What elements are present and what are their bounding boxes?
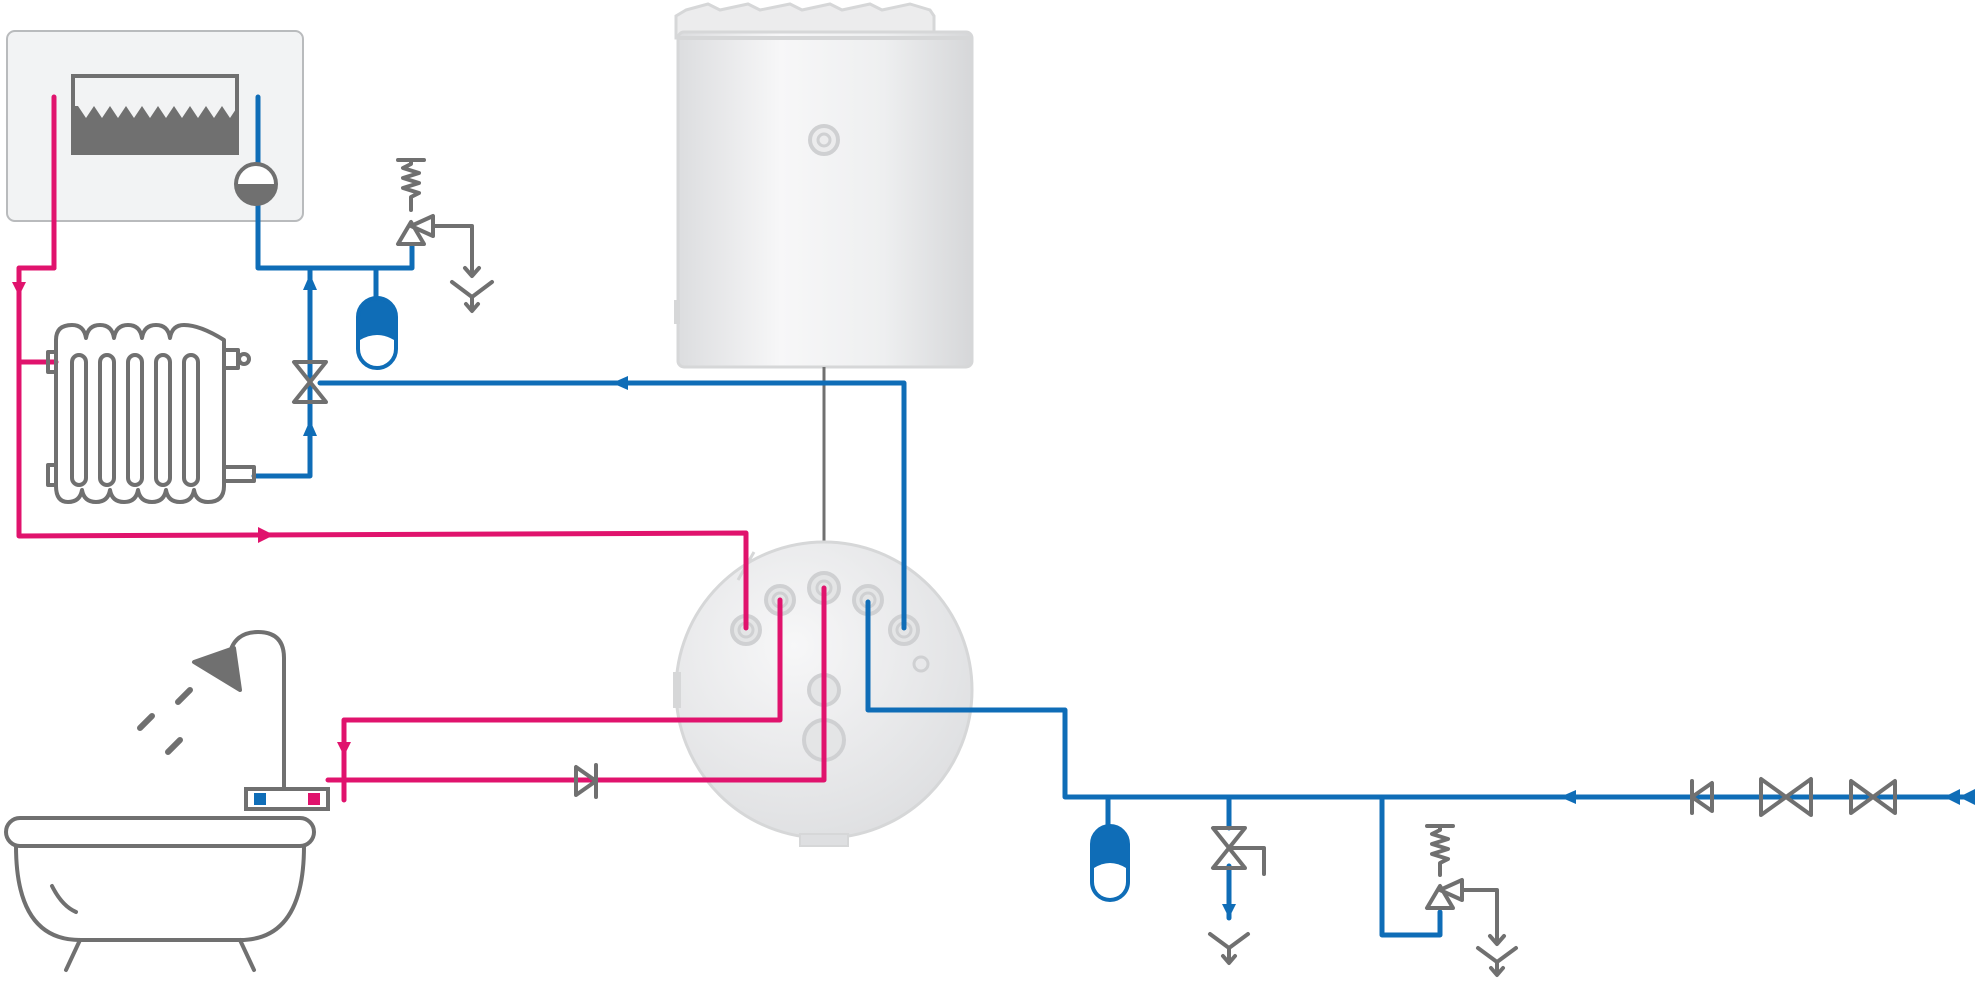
water-drops-icon: [137, 687, 193, 755]
cold-inlet-pipe: [865, 599, 1975, 800]
water-heater-tank-icon: [674, 2, 974, 369]
hot-water-outlet-pipe: [341, 597, 783, 803]
arrow-heating-flow-down: [12, 282, 26, 296]
drain-funnel-icon-2: [1208, 932, 1250, 965]
arrow-drain-down: [1222, 904, 1236, 918]
safety-valve-icon: [396, 158, 474, 276]
ball-valve-icon-2: [1759, 777, 1813, 817]
arrow-hot-down: [337, 742, 351, 756]
arrow-heating-flow-right: [258, 527, 274, 543]
boiler: [6, 30, 304, 222]
arrow-cold-inlet-2: [1959, 789, 1975, 805]
arrow-return-up-2: [303, 420, 317, 436]
circulation-pump-icon: [234, 162, 278, 206]
ball-valve-icon: [292, 360, 328, 404]
safety-valve-icon-2: [1425, 824, 1499, 944]
hot-pipes: [16, 94, 827, 803]
radiator-icon: [46, 323, 256, 504]
circulation-pipe: [325, 585, 827, 783]
drain-funnel-icon: [450, 266, 494, 313]
flow-arrows: [12, 274, 1975, 918]
return-riser: [251, 265, 313, 479]
safety-valve-branch: [1379, 794, 1443, 938]
expansion-vessel-icon-2: [1090, 824, 1130, 902]
mixer-tap-icon: [244, 787, 330, 811]
burner-flame-icon: [72, 106, 238, 155]
arrow-cold-left: [1560, 790, 1576, 804]
coil-return-pipe: [317, 380, 907, 631]
arrow-coil-return-left: [612, 376, 628, 390]
check-valve-icon-2: [1690, 779, 1714, 815]
heating-flow-pipe: [16, 265, 749, 631]
thermometer-port: [808, 124, 840, 156]
arrow-cold-inlet-1: [1944, 789, 1960, 805]
ball-valve-icon-3: [1849, 779, 1897, 815]
boiler-return-pipe-lower: [255, 197, 415, 271]
drain-funnel-icon-3: [1476, 934, 1518, 977]
bathtub-icon: [4, 816, 316, 972]
shower-head-icon: [192, 630, 286, 810]
expansion-vessel-icon: [356, 296, 398, 370]
check-valve-icon: [574, 763, 598, 799]
drain-valve-icon: [1211, 826, 1266, 876]
cold-pipes: [251, 94, 1975, 938]
arrow-return-up-1: [303, 274, 317, 290]
